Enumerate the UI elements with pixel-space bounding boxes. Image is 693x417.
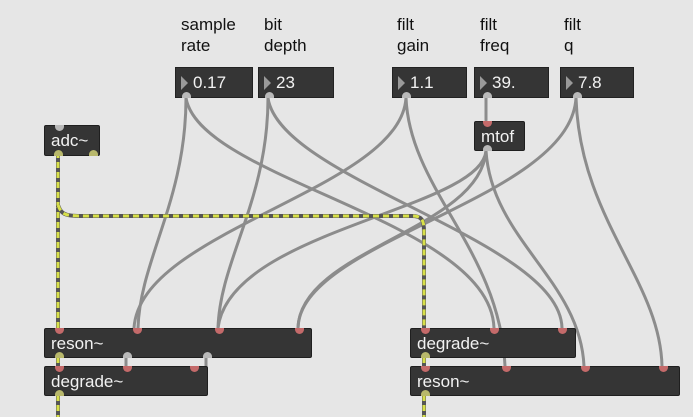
inlet[interactable]	[295, 328, 304, 334]
cord-samplerate-to-degrade-right[interactable]	[184, 96, 496, 330]
cord-samplerate-to-reson-left[interactable]	[136, 96, 188, 330]
object-reson-right[interactable]: reson~	[410, 366, 680, 396]
number-box-arrow-icon	[480, 76, 487, 90]
number-box-arrow-icon	[264, 76, 271, 90]
outlet[interactable]	[483, 145, 492, 151]
cord-q-to-reson-left[interactable]	[296, 96, 578, 330]
signal-outlet[interactable]	[89, 150, 98, 156]
inlet[interactable]	[421, 366, 430, 372]
object-degrade-left[interactable]: degrade~	[44, 366, 208, 396]
signal-cord-adc-to-degrade-right[interactable]	[56, 204, 426, 328]
object-label: degrade~	[417, 334, 490, 353]
outlet[interactable]	[203, 352, 212, 358]
cord-q-to-reson-right[interactable]	[574, 96, 664, 368]
number-box-value: 23	[276, 73, 295, 92]
number-box-value: 1.1	[410, 73, 434, 92]
signal-patch-cords	[56, 152, 426, 417]
number-box-filt-q[interactable]: 7.8	[560, 67, 634, 98]
outlet[interactable]	[483, 92, 492, 98]
cord-mtof-to-reson-right[interactable]	[484, 149, 586, 368]
object-label: degrade~	[51, 372, 124, 391]
number-box-filt-gain[interactable]: 1.1	[392, 67, 467, 98]
outlet[interactable]	[265, 92, 274, 98]
inlet[interactable]	[502, 366, 511, 372]
number-box-sample-rate[interactable]: 0.17	[175, 67, 253, 98]
signal-outlet[interactable]	[421, 390, 430, 396]
object-adc[interactable]: adc~	[44, 125, 100, 156]
number-box-arrow-icon	[566, 76, 573, 90]
number-box-filt-freq[interactable]: 39.	[474, 67, 549, 98]
inlet[interactable]	[190, 366, 199, 372]
outlet[interactable]	[402, 92, 411, 98]
comment-bit-depth: bit depth	[264, 15, 307, 55]
inlet[interactable]	[55, 366, 64, 372]
signal-outlet[interactable]	[54, 150, 63, 156]
inlet[interactable]	[659, 366, 668, 372]
inlet[interactable]	[483, 121, 492, 127]
number-box-bit-depth[interactable]: 23	[258, 67, 334, 98]
signal-outlet[interactable]	[55, 352, 64, 358]
object-label: adc~	[51, 131, 89, 150]
object-degrade-right[interactable]: degrade~	[410, 328, 576, 358]
cord-bitdepth-to-degrade-right[interactable]	[266, 96, 564, 330]
inlet[interactable]	[215, 328, 224, 334]
inlet[interactable]	[490, 328, 499, 334]
number-box-value: 39.	[492, 73, 516, 92]
cord-bitdepth-to-reson-left[interactable]	[216, 96, 270, 330]
control-patch-cords	[124, 96, 664, 368]
number-box-value: 7.8	[578, 73, 602, 92]
comment-filt-freq: filt freq	[480, 15, 510, 55]
signal-outlet[interactable]	[421, 352, 430, 358]
inlet[interactable]	[421, 328, 430, 334]
object-label: reson~	[51, 334, 104, 353]
inlet[interactable]	[133, 328, 142, 334]
object-mtof[interactable]: mtof	[474, 121, 525, 151]
inlet[interactable]	[581, 366, 590, 372]
inlet[interactable]	[55, 328, 64, 334]
comment-filt-q: filt q	[564, 15, 581, 55]
signal-outlet[interactable]	[55, 390, 64, 396]
cord-gain-to-reson-right[interactable]	[404, 96, 507, 368]
outlet[interactable]	[123, 352, 132, 358]
number-box-arrow-icon	[398, 76, 405, 90]
comment-sample-rate: sample rate	[181, 15, 236, 55]
object-reson-left[interactable]: reson~	[44, 328, 312, 358]
cord-mtof-to-reson-left[interactable]	[216, 149, 488, 330]
inlet[interactable]	[558, 328, 567, 334]
inlet[interactable]	[123, 366, 132, 372]
number-box-arrow-icon	[181, 76, 188, 90]
outlet[interactable]	[182, 92, 191, 98]
inlet[interactable]	[55, 125, 64, 131]
outlet[interactable]	[573, 92, 582, 98]
object-label: mtof	[481, 127, 515, 146]
number-box-value: 0.17	[193, 73, 227, 92]
comment-filt-gain: filt gain	[397, 15, 430, 55]
cord-gain-to-reson-left[interactable]	[132, 96, 408, 330]
object-label: reson~	[417, 372, 470, 391]
